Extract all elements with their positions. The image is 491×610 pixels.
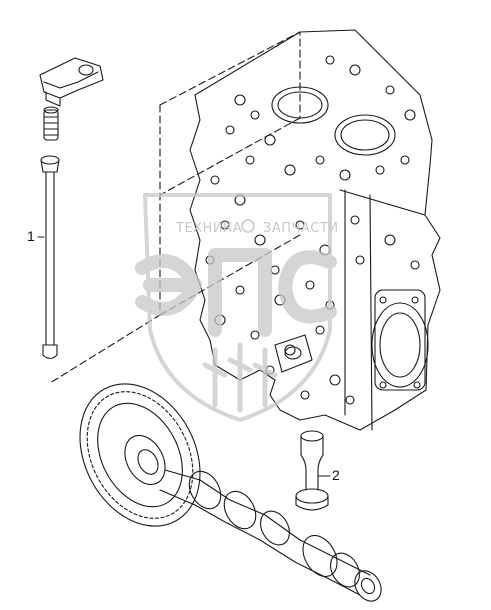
cylinder-bore-2-inner <box>340 119 390 151</box>
bolt-holes <box>205 55 421 405</box>
watermark-gear-icon <box>241 219 255 233</box>
callout-label-2: 2 <box>332 467 340 483</box>
camshaft <box>159 469 382 602</box>
block-edge-line <box>339 189 426 431</box>
watermark-shield <box>143 193 332 422</box>
watermark-logo-e <box>135 254 202 316</box>
watermark-text-left: ТЕХНИКА <box>175 221 242 236</box>
oil-gallery <box>274 334 313 373</box>
watermark-wheat <box>202 342 278 413</box>
adjusting-screw <box>43 106 59 141</box>
crank-bore <box>371 302 429 388</box>
callout-label-1: 1 <box>27 228 35 244</box>
rocker-arm <box>39 57 104 107</box>
push-rod <box>40 155 60 360</box>
watermark-text-right: ЗАПЧАСТИ <box>263 221 339 236</box>
cylinder-bore-1 <box>271 86 329 124</box>
camshaft-gear <box>79 383 201 527</box>
watermark <box>135 193 337 422</box>
cylinder-bore-2 <box>334 114 396 156</box>
block-outline <box>189 29 441 431</box>
cylinder-bore-1-inner <box>277 91 323 119</box>
flange-pad <box>374 289 426 391</box>
gallery-port <box>284 346 302 360</box>
tappet <box>295 430 329 511</box>
crank-bore-inner <box>379 312 421 378</box>
watermark-logo-c <box>278 250 337 324</box>
watermark-logo-p <box>208 248 272 337</box>
